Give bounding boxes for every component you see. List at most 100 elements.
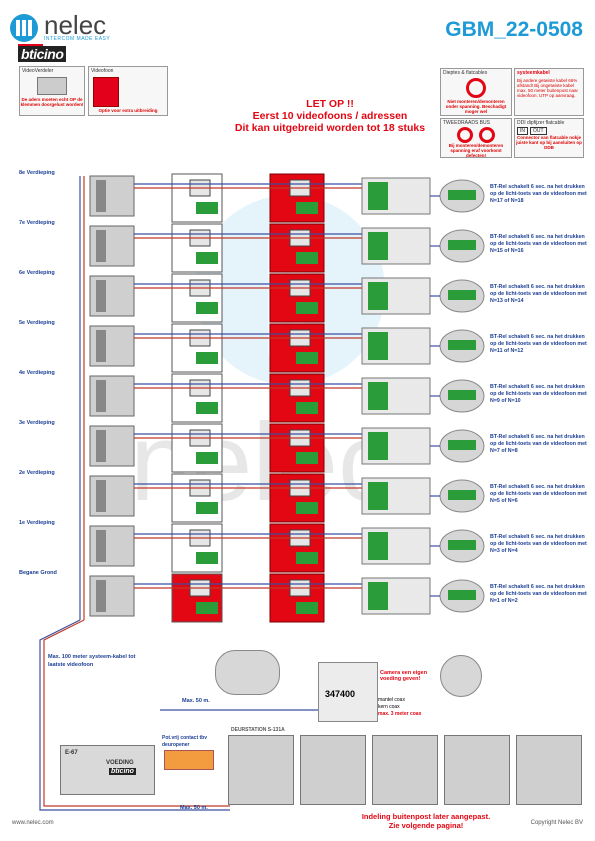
- distributor-terminals: [96, 480, 106, 512]
- nelec-logo: nelec INTERCOM MADE EASY: [10, 10, 111, 42]
- voeding-code: E-67: [65, 750, 78, 756]
- bt-relay-note: BT-Rel schakelt 6 sec. na het drukken op…: [490, 284, 587, 304]
- videofoon-terminal: [196, 352, 218, 364]
- videofoon-terminal: [196, 452, 218, 464]
- main-bus-wire: [43, 619, 230, 807]
- dieptes-note: Niet monteren/demonteren onder spanning.…: [445, 99, 507, 114]
- cable-note: Max. 100 meter systeem-kabel tot laatste…: [48, 654, 136, 668]
- kern-coax: kern coax: [378, 704, 400, 710]
- bt-relay-note: BT-Rel schakelt 6 sec. na het drukken op…: [490, 584, 587, 604]
- no-entry-icon: [457, 127, 473, 143]
- videofoon-terminal: [196, 602, 218, 614]
- mantel-coax: mantel coax: [378, 697, 405, 703]
- dieptes-title: Dieptes & flatcables: [443, 70, 488, 76]
- bticino-logo: bticino: [18, 46, 67, 62]
- bt-relay-note: BT-Rel schakelt 6 sec. na het drukken op…: [490, 234, 587, 254]
- relay-terminals: [368, 382, 388, 410]
- bottom-note: Indeling buitenpost later aangepast. Zie…: [356, 812, 496, 830]
- systeemkabel-note: Bij andere getwiste kabel 66% afstand! B…: [517, 78, 579, 98]
- tweedraads-note: Bij monteren/demonteren spanning eraf vo…: [448, 143, 504, 158]
- floor-label: 6e Verdieping: [19, 270, 55, 276]
- warning-text: LET OP !! Eerst 10 videofoons / adressen…: [225, 98, 435, 134]
- tweedraads-title: TWEEDRAADS BUS: [443, 120, 490, 126]
- videofoon-title: Videofoon: [91, 68, 114, 74]
- camera-module: 347400: [318, 662, 378, 722]
- station-module: [300, 735, 366, 805]
- relay-terminals: [368, 332, 388, 360]
- camera-note: Camera een eigen voeding geven!: [380, 670, 428, 682]
- videofoon-terminal: [296, 452, 318, 464]
- relay-terminals: [368, 282, 388, 310]
- videofoon-image: [93, 77, 119, 107]
- main-bus-wire: [39, 619, 230, 811]
- connector-zoom: [215, 650, 280, 695]
- videofoon-terminal: [196, 502, 218, 514]
- distributor-terminals: [96, 530, 106, 562]
- contact-title: Pot.vrij contact tbv deuropener: [162, 735, 208, 748]
- floor-label: Begane Grond: [19, 570, 57, 576]
- brand-tagline: INTERCOM MADE EASY: [44, 36, 111, 42]
- bt-relay-note: BT-Rel schakelt 6 sec. na het drukken op…: [490, 434, 587, 454]
- systeemkabel-title: systeemkabel: [517, 70, 550, 76]
- floor-label: 1e Verdieping: [19, 520, 55, 526]
- dip-switches: [448, 440, 476, 450]
- relay-terminals: [368, 582, 388, 610]
- dip-switches: [448, 190, 476, 200]
- distributor-terminals: [96, 280, 106, 312]
- videoverdeler-title: VideoVerdeler: [22, 68, 54, 74]
- max3-coax: max. 3 meter coax: [378, 711, 422, 717]
- relay-terminals: [368, 482, 388, 510]
- voeding-unit: E-67 VOEDING bticino: [60, 745, 155, 795]
- videofoon-terminal: [296, 552, 318, 564]
- floor-label: 2e Verdieping: [19, 470, 55, 476]
- floor-label: 3e Verdieping: [19, 420, 55, 426]
- videofoon-terminal: [196, 552, 218, 564]
- warning-line3: Dit kan uitgebreid worden tot 18 stuks: [234, 122, 426, 134]
- videoverdeler-note: De aders moeten echt OP de klemmen doorg…: [20, 97, 84, 107]
- relay-terminals: [368, 232, 388, 260]
- videofoon-terminal: [196, 402, 218, 414]
- brand-name: nelec: [44, 10, 107, 40]
- floor-label: 5e Verdieping: [19, 320, 55, 326]
- videofoon-box: Videofoon Optie voor extra uitbreiding: [88, 66, 168, 116]
- dieptes-box: Dieptes & flatcables Niet monteren/demon…: [440, 68, 512, 116]
- distributor-terminals: [96, 230, 106, 262]
- distributor-terminals: [96, 430, 106, 462]
- videofoon-terminal: [296, 402, 318, 414]
- no-entry-icon: [466, 78, 486, 98]
- bottom-note-line1: Indeling buitenpost later aangepast.: [361, 812, 491, 821]
- footer-copyright: Copyright Nelec BV: [530, 820, 583, 826]
- videoverdeler-box: VideoVerdeler De aders moeten echt OP de…: [19, 66, 85, 116]
- ddi-title: DDI dipfijzer flatcable: [517, 120, 565, 126]
- door-station: [228, 735, 588, 807]
- dip-switches: [448, 340, 476, 350]
- videofoon-terminal: [296, 252, 318, 264]
- station-module: [372, 735, 438, 805]
- dip-switches: [448, 590, 476, 600]
- footer-url: www.nelec.com: [12, 820, 54, 826]
- relay-terminals: [368, 432, 388, 460]
- station-module: [228, 735, 294, 805]
- ddi-out-label: OUT: [530, 127, 547, 135]
- bt-relay-note: BT-Rel schakelt 6 sec. na het drukken op…: [490, 334, 587, 354]
- module-code: 347400: [325, 689, 356, 699]
- distributor-terminals: [96, 580, 106, 612]
- voeding-brand: bticino: [109, 768, 136, 775]
- ddi-note: Connector van flatcable nokje juiste kan…: [516, 135, 582, 150]
- max50-bottom: Max. 50 m.: [180, 805, 208, 811]
- voeding-label: VOEDING: [106, 760, 134, 766]
- dip-switches: [448, 390, 476, 400]
- station-module: [516, 735, 582, 805]
- max50-top: Max. 50 m.: [182, 698, 210, 704]
- ddi-in-label: IN: [517, 127, 528, 135]
- nelec-logo-icon: [10, 14, 38, 42]
- relay-terminals: [368, 532, 388, 560]
- warning-line1: LET OP !!: [306, 98, 354, 110]
- terminal-zoom: [440, 655, 482, 697]
- warning-line2: Eerst 10 videofoons / adressen: [252, 110, 408, 122]
- videofoon-terminal: [296, 202, 318, 214]
- bt-relay-note: BT-Rel schakelt 6 sec. na het drukken op…: [490, 184, 587, 204]
- videofoon-terminal: [296, 502, 318, 514]
- distributor-terminals: [96, 330, 106, 362]
- document-id: GBM_22-0508: [445, 18, 583, 41]
